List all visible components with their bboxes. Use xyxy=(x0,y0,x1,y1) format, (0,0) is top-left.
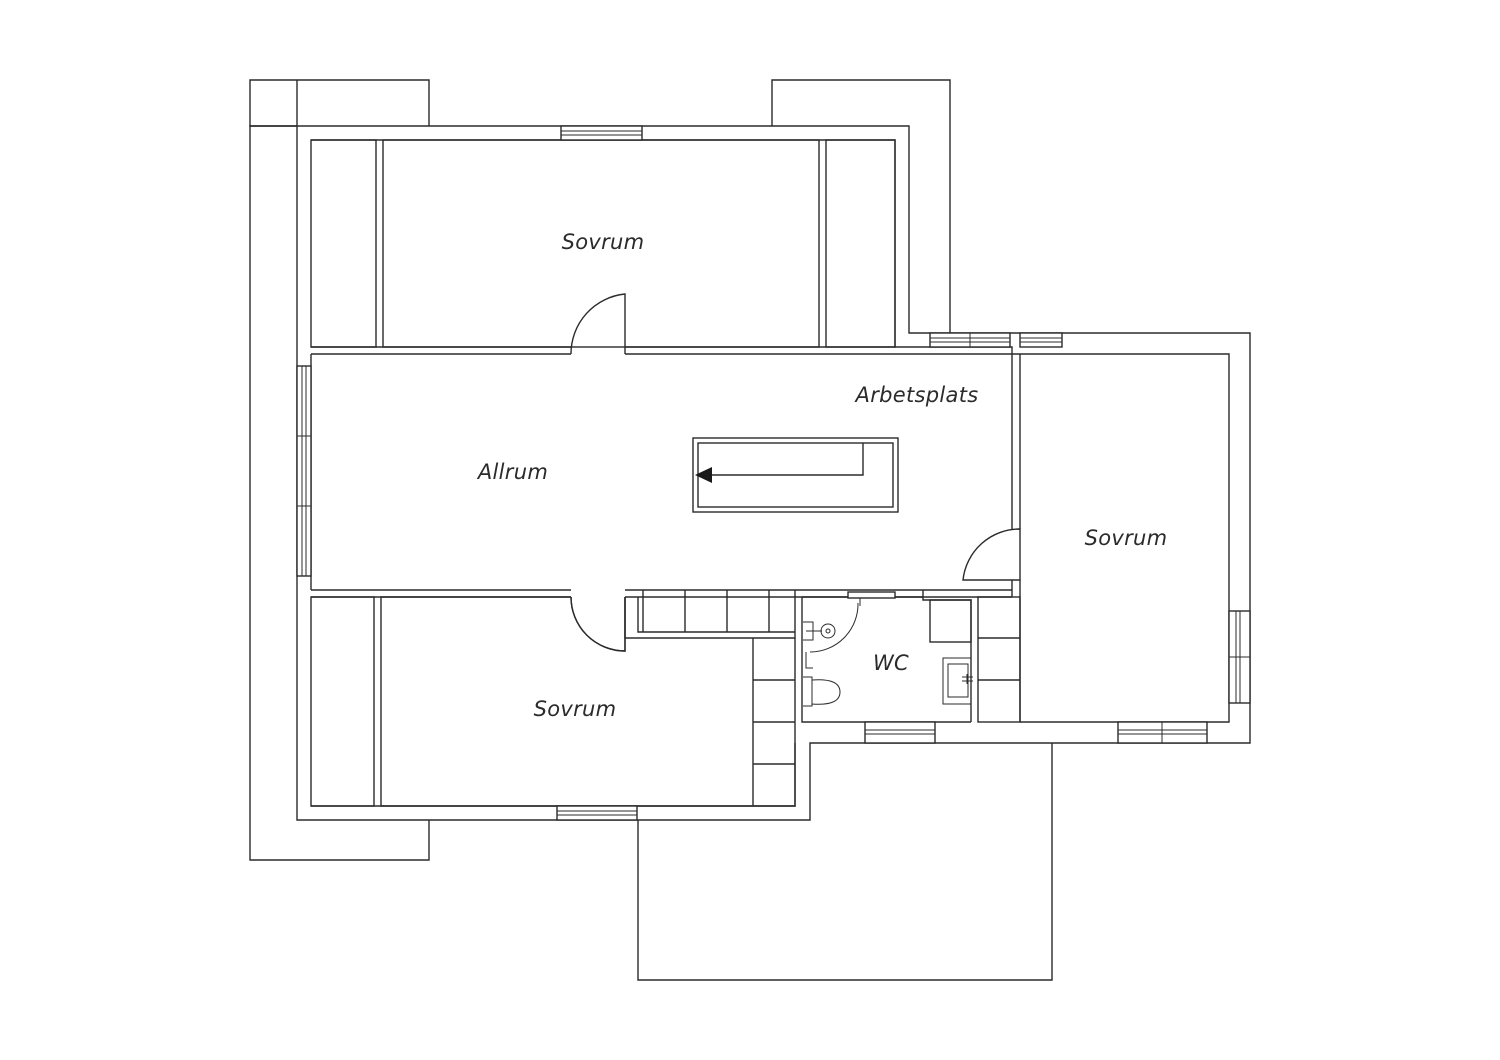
living-right-wall xyxy=(1011,354,1021,529)
bedroom-right: Sovrum xyxy=(962,526,1251,722)
bedroom-right-wall-lower xyxy=(1011,580,1021,722)
bedroom-top: Sovrum xyxy=(310,139,1012,355)
door-swing-icon xyxy=(570,596,626,652)
bedroom-bottom: Sovrum xyxy=(310,596,971,821)
outer-wall-outline xyxy=(296,125,1251,821)
outline-left-extension xyxy=(249,125,430,861)
room-label-wc: WC xyxy=(873,651,909,675)
wc-room: WC xyxy=(802,591,1208,744)
outline-balcony xyxy=(637,743,1053,981)
wardrobe-bottom-left xyxy=(310,596,375,807)
room-label-bedroom-right: Sovrum xyxy=(1085,526,1168,550)
window-ur1-sash xyxy=(930,333,1010,347)
stair-arrow-head xyxy=(695,467,712,483)
wardrobe-top-left xyxy=(310,139,377,348)
wall-bottom-inner xyxy=(311,597,971,807)
shower-drain xyxy=(820,623,836,639)
wc-upper-right-cabinet xyxy=(929,599,972,643)
stair-steps xyxy=(642,590,770,632)
shower-pipe xyxy=(805,652,813,669)
room-label-bedroom-top: Sovrum xyxy=(562,230,645,254)
window-icon xyxy=(556,805,638,821)
room-label-workspace: Arbetsplats xyxy=(854,383,979,407)
living-area: Allrum Arbetsplats xyxy=(310,354,1021,598)
window-wc-sash xyxy=(865,729,935,735)
wardrobe-bottom-right xyxy=(752,638,795,806)
inner-wall-outline xyxy=(311,139,1230,723)
room-label-living: Allrum xyxy=(476,460,548,484)
room-label-bedroom-bottom: Sovrum xyxy=(534,697,617,721)
shower-drain-inner xyxy=(825,628,831,634)
window-icon xyxy=(1019,332,1063,348)
window-rb-sash xyxy=(1118,722,1207,743)
window-ur2-sash xyxy=(1020,337,1062,343)
window-bottom-sash xyxy=(557,810,637,816)
window-icon xyxy=(296,365,312,577)
closet-right-divisions xyxy=(978,637,1020,681)
window-right-sash xyxy=(1229,611,1250,703)
window-top-sash xyxy=(561,130,642,136)
door-swing-icon xyxy=(570,293,626,355)
exterior-outlines xyxy=(249,79,1053,981)
sink-tap xyxy=(962,674,973,684)
window-icon xyxy=(864,721,936,744)
outer-walls xyxy=(296,125,1251,821)
stair-opening xyxy=(692,437,899,513)
living-bottom-wall xyxy=(311,589,1012,598)
wc-door-leaf xyxy=(847,591,896,599)
door-swing-icon xyxy=(962,528,1021,581)
window-left xyxy=(296,365,312,577)
wardrobe-top-right xyxy=(825,139,896,348)
window-top xyxy=(560,125,643,141)
closet-right-frame xyxy=(977,596,1021,723)
outline-top-left-dormer xyxy=(249,79,430,127)
window-left-sash xyxy=(297,366,311,576)
toilet-icon xyxy=(803,676,841,707)
window-icon xyxy=(560,125,643,141)
shower-icon xyxy=(809,597,865,653)
shower-mixer xyxy=(803,621,822,641)
windows-upper-right xyxy=(929,332,1063,348)
outline-top-right-dormer xyxy=(771,79,951,333)
stair-arrow-icon xyxy=(710,443,864,476)
